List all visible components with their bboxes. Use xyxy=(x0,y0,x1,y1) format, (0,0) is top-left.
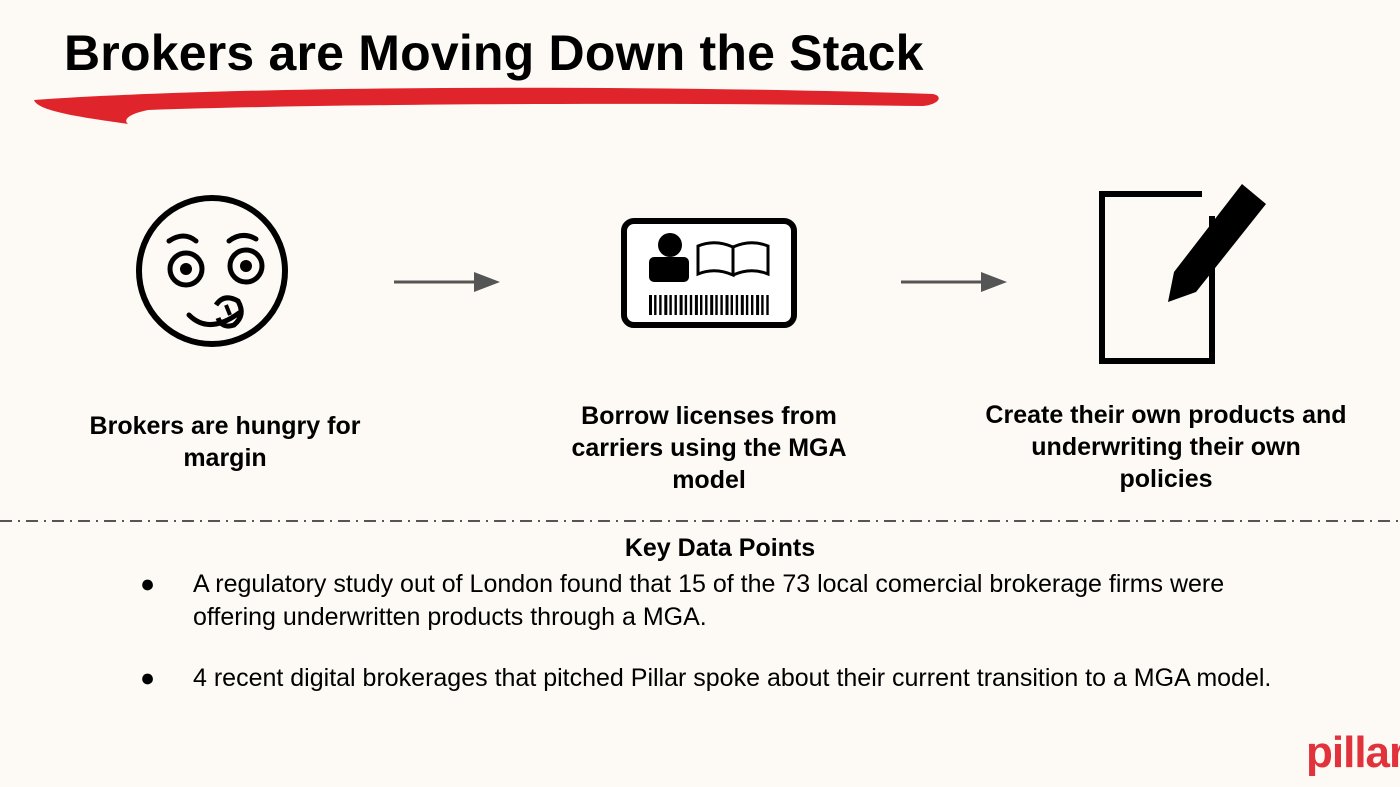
barcode-bar xyxy=(694,295,698,315)
dash-dot-divider xyxy=(0,520,1400,522)
barcode-bar xyxy=(720,295,723,315)
step-caption: Brokers are hungry for margin xyxy=(89,412,361,472)
slide-title: Brokers are Moving Down the Stack xyxy=(64,25,924,81)
arrow-right-icon xyxy=(394,272,500,292)
step-caption: Borrow licenses from carriers using the … xyxy=(571,402,847,494)
bullet-text: A regulatory study out of London found t… xyxy=(193,570,1225,631)
arrow-right-icon xyxy=(901,272,1007,292)
barcode-bar xyxy=(745,295,749,315)
barcode-bar xyxy=(730,295,733,315)
pillar-logo: pillar xyxy=(1306,728,1400,777)
barcode-bar xyxy=(700,295,703,315)
key-data-heading: Key Data Points xyxy=(624,534,816,562)
barcode-bar xyxy=(735,295,739,315)
barcode-bar xyxy=(756,295,760,315)
hungry-face-icon xyxy=(136,195,288,347)
barcode-bar xyxy=(740,295,744,315)
barcode-bar xyxy=(715,295,718,315)
barcode-bar xyxy=(725,295,729,315)
list-item: ● 4 recent digital brokerages that pitche… xyxy=(140,662,1300,695)
barcode-bar xyxy=(705,295,708,315)
barcode-bar xyxy=(689,295,693,315)
license-card-icon xyxy=(621,218,797,328)
barcode-bar xyxy=(654,295,657,315)
step-caption: Create their own products and underwriti… xyxy=(985,401,1347,493)
barcode-bar xyxy=(674,295,677,315)
key-data-list: ● A regulatory study out of London found … xyxy=(140,568,1300,723)
barcode-bar xyxy=(679,295,683,315)
bullet-icon: ● xyxy=(140,664,156,692)
barcode-bar xyxy=(766,295,769,315)
barcode-bar xyxy=(649,295,652,315)
barcode xyxy=(649,295,769,315)
red-brush-underline xyxy=(34,87,939,124)
bullet-icon: ● xyxy=(140,570,156,598)
bullet-text: 4 recent digital brokerages that pitched… xyxy=(193,664,1272,692)
barcode-bar xyxy=(669,295,672,315)
barcode-bar xyxy=(761,295,764,315)
document-pen-icon xyxy=(1099,180,1266,364)
barcode-bar xyxy=(710,295,714,315)
barcode-bar xyxy=(659,295,662,315)
barcode-bar xyxy=(751,295,754,315)
barcode-bar xyxy=(664,295,668,315)
barcode-bar xyxy=(684,295,688,315)
list-item: ● A regulatory study out of London found … xyxy=(140,568,1300,634)
